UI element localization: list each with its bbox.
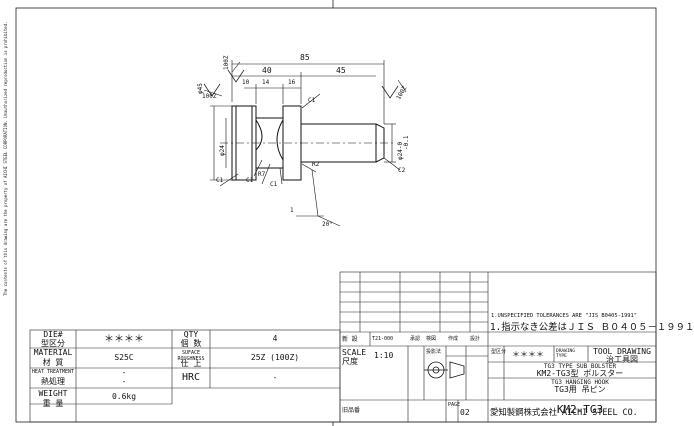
flat-top-label: 100Z bbox=[223, 55, 230, 70]
checked-label: 検図 bbox=[426, 336, 437, 342]
surface-label-jp: 仕 上 bbox=[180, 359, 202, 368]
roughness-mark-right bbox=[381, 85, 399, 99]
dim-tol-lower: -0.1 bbox=[403, 135, 410, 150]
designed-label: 設計 bbox=[470, 336, 481, 342]
surface-value: 25Z (100Z) bbox=[250, 353, 300, 362]
chamfer-c1-top: C1 bbox=[308, 97, 316, 104]
scale-label: SCALE bbox=[342, 348, 367, 357]
die-value: ＊＊＊＊ bbox=[104, 334, 144, 345]
title-block-grid bbox=[339, 271, 657, 423]
angle-len: 1 bbox=[290, 207, 294, 214]
die-class-value: ＊＊＊＊ bbox=[512, 350, 544, 359]
hrc-value: - bbox=[272, 373, 278, 382]
qty-label-jp: 個 数 bbox=[180, 339, 202, 348]
heat-value-b: - bbox=[121, 377, 127, 386]
dimension-lines bbox=[203, 60, 407, 227]
dim-overall: 85 bbox=[300, 53, 310, 62]
weight-value: 0.6kg bbox=[111, 392, 137, 401]
projection-label: 投影法 bbox=[426, 349, 442, 355]
drawing-type-label: DRAWING TYPE bbox=[556, 349, 575, 359]
drawing-type-jp: 治工具図 bbox=[606, 355, 638, 364]
dim-10: 10 bbox=[242, 79, 250, 86]
heat-label-jp: 熱処理 bbox=[41, 377, 65, 386]
chamfer-c2: C2 bbox=[398, 167, 406, 174]
qty-label: QTY bbox=[183, 330, 199, 339]
page-value: 02 bbox=[460, 408, 470, 417]
sub-name-jp: TG3用 吊ピン bbox=[554, 385, 606, 394]
scale-label-jp: 尺度 bbox=[342, 357, 358, 366]
die-label-jp: 型区分 bbox=[41, 339, 65, 348]
new-label: 新 設 bbox=[342, 336, 358, 343]
parts-label: 旧品番 bbox=[342, 407, 361, 414]
dim-45: 45 bbox=[336, 66, 346, 75]
material-value: S25C bbox=[114, 353, 134, 362]
page-label: PAGE bbox=[448, 402, 461, 408]
radius-r7: R7 bbox=[258, 171, 266, 178]
drawing-type-value: TOOL DRAWING bbox=[593, 347, 651, 356]
scale-value: 1:10 bbox=[374, 351, 394, 360]
roughness-mark-left bbox=[203, 83, 221, 97]
angle-value: 20° bbox=[322, 221, 333, 228]
heat-value-a: - bbox=[121, 368, 127, 377]
technical-drawing bbox=[15, 0, 657, 426]
chamfer-c1-left: C1 bbox=[216, 177, 224, 184]
company-name: 愛知製鋼株式会社 AICHI STEEL CO. bbox=[490, 407, 638, 417]
dim-16: 16 bbox=[288, 79, 296, 86]
radius-r2: R2 bbox=[312, 161, 320, 168]
roughness-mark-top bbox=[227, 69, 245, 83]
dim-14: 14 bbox=[262, 79, 270, 86]
material-label: MATERIAL bbox=[33, 348, 73, 357]
die-label: DIE# bbox=[43, 330, 63, 339]
tolerance-note-jp: 1.指示なき公差はＪＩＳ Ｂ０４０５－１９９１ bbox=[490, 322, 694, 333]
flat-left-label: 100Z bbox=[202, 93, 217, 100]
model-number: KM2-TG3 bbox=[556, 403, 604, 416]
weight-label: WEIGHT bbox=[38, 389, 68, 398]
qty-value: 4 bbox=[272, 334, 278, 343]
drawing-sheet: 85 40 45 10 14 16 φ45 φ24 φ24-0 -0.1 100… bbox=[3, 0, 694, 426]
dim-phi24: φ24 bbox=[219, 145, 226, 156]
chamfer-c1-right: C1 bbox=[270, 181, 278, 188]
part-name-en: TG3 TYPE SUB BOLSTER bbox=[543, 363, 617, 370]
heat-label: HEAT TREATMENT bbox=[31, 369, 75, 375]
weight-label-jp: 重 量 bbox=[42, 399, 64, 408]
hrc-label: HRC bbox=[181, 372, 201, 383]
sub-name-en: TG3 HANGING HOOK bbox=[551, 379, 609, 386]
chamfer-c1-mid: C1 bbox=[246, 177, 254, 184]
part-no: KM2-TG3型 ボルスター bbox=[536, 369, 624, 378]
material-label-jp: 材 質 bbox=[42, 358, 64, 367]
prepared-label: 作成 bbox=[448, 336, 459, 342]
left-table-grid bbox=[29, 329, 341, 423]
approved-label: 承認 bbox=[410, 336, 421, 342]
tolerance-note-en: 1.UNSPECIFIED TOLERANCES ARE "JIS B0405-… bbox=[491, 313, 638, 319]
surface-label: SUFACE ROUGHNESS bbox=[177, 350, 205, 362]
side-note: The contents of this drawing are the pro… bbox=[3, 21, 8, 296]
die-class-label: 型区分 bbox=[491, 349, 507, 355]
dim-40: 40 bbox=[262, 66, 272, 75]
drawing-no: T21-000 bbox=[372, 336, 394, 342]
projection-symbol bbox=[424, 361, 465, 379]
